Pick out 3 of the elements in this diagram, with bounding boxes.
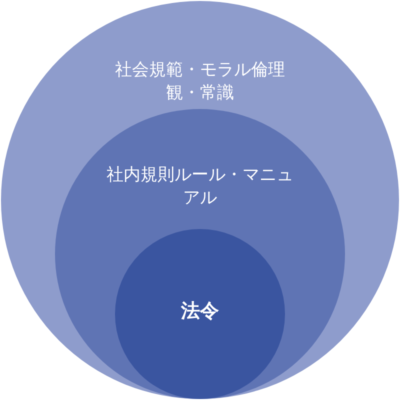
circle-label: 社会規範・モラル倫理観・常識 — [114, 59, 286, 105]
circle-label: 法令 — [180, 299, 220, 324]
circle-label: 社内規則ルール・マニュアル — [106, 164, 294, 210]
